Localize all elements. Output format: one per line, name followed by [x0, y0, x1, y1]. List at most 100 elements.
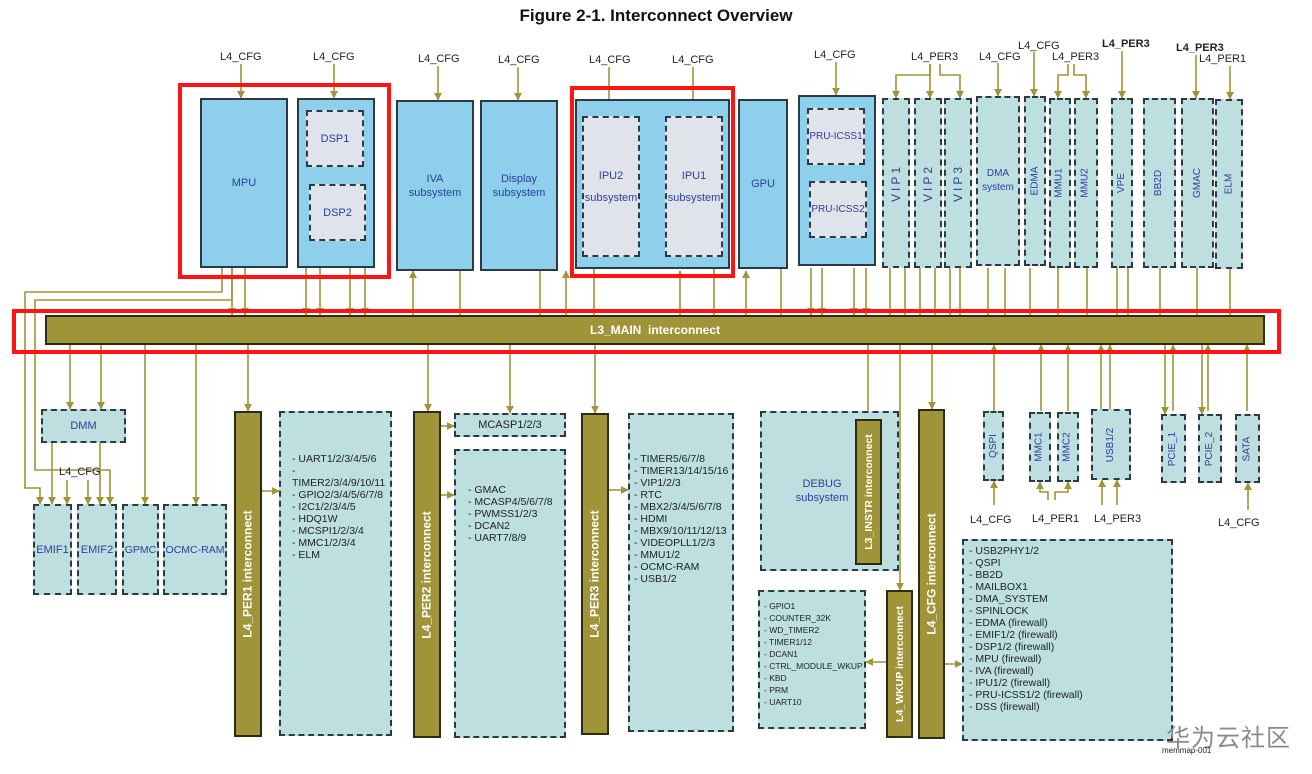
connector-line-86 — [1036, 481, 1049, 500]
connector-line-14 — [939, 64, 964, 99]
label-gmac-l4per3: L4_PER3 — [1176, 42, 1224, 54]
module-vip2[interactable]: VIP2 — [914, 98, 942, 268]
l4-per3-interconnect[interactable]: L4_PER3 interconnect — [581, 413, 609, 735]
module-dma-system[interactable]: DMA system — [976, 96, 1020, 266]
module-mmu2-label: MMU2 — [1080, 168, 1092, 198]
l4-per1-interconnect[interactable]: L4_PER1 interconnect — [234, 411, 262, 737]
module-dmm-label: DMM — [70, 420, 97, 432]
label-vip-l4per3: L4_PER3 — [911, 51, 959, 63]
module-mmu2[interactable]: MMU2 — [1074, 98, 1098, 268]
l4-wkup-label: L4_WKUP interconnect — [893, 606, 906, 722]
module-gpu-label: GPU — [751, 178, 775, 190]
l3-instr-label: L3_INSTR interconnect — [862, 434, 875, 550]
list-item: MMC1/2/3/4 — [292, 537, 390, 549]
label-pru-l4cfg: L4_CFG — [814, 49, 856, 61]
module-emif2-label: EMIF2 — [80, 543, 114, 556]
label-display-l4cfg: L4_CFG — [498, 54, 540, 66]
list-item: VIP1/2/3 — [634, 477, 732, 489]
list-item: BB2D — [969, 569, 1171, 581]
module-iva[interactable]: IVA subsystem — [396, 100, 474, 271]
label-dma-l4cfg: L4_CFG — [979, 51, 1021, 63]
module-mpu[interactable]: MPU — [200, 98, 288, 268]
module-gmac-label: GMAC — [1191, 168, 1203, 198]
label-iva-l4cfg: L4_CFG — [418, 53, 460, 65]
list-item: MBX9/10/11/12/13 — [634, 525, 732, 537]
list-item: DSS (firewall) — [969, 701, 1171, 713]
list-item: EMIF1/2 (firewall) — [969, 629, 1171, 641]
list-item: CTRL_MODULE_WKUP — [764, 660, 864, 672]
module-emif1[interactable]: EMIF1 — [33, 504, 72, 595]
module-dsp2-label: DSP2 — [323, 206, 352, 219]
module-gpmc[interactable]: GPMC — [122, 504, 159, 595]
l4-wkup-interconnect[interactable]: L4_WKUP interconnect — [886, 590, 913, 738]
list-item: MBX2/3/4/5/6/7/8 — [634, 501, 732, 513]
module-sata[interactable]: SATA — [1235, 414, 1260, 483]
module-vip1-label: VIP1 — [889, 163, 904, 203]
module-mmc2[interactable]: MMC2 — [1057, 412, 1079, 482]
list-item: OCMC-RAM — [634, 561, 732, 573]
module-mmu1[interactable]: MMU1 — [1049, 98, 1071, 268]
module-pru-icss1[interactable]: PRU-ICSS1 — [807, 108, 865, 165]
module-dma-label: DMA system — [982, 168, 1014, 193]
module-vip3-label: VIP3 — [951, 163, 966, 203]
highlight-frame-ipu — [570, 86, 735, 278]
list-item: WD_TIMER2 — [764, 624, 864, 636]
module-dsp2[interactable]: DSP2 — [309, 184, 366, 241]
label-emif-l4cfg: L4_CFG — [59, 466, 101, 478]
module-mmc1[interactable]: MMC1 — [1029, 412, 1051, 482]
module-mmu1-label: MMU1 — [1054, 168, 1066, 198]
list-item: TIMER1/12 — [764, 636, 864, 648]
list-item: GPIO2/3/4/5/6/7/8 — [292, 489, 390, 501]
label-edma-l4cfg: L4_CFG — [1018, 40, 1060, 52]
module-dmm[interactable]: DMM — [41, 409, 126, 443]
module-dsp1[interactable]: DSP1 — [306, 110, 364, 167]
list-item: I2C1/2/3/4/5 — [292, 501, 390, 513]
l4-per3-peripheral-list: TIMER5/6/7/8 TIMER13/14/15/16 VIP1/2/3 R… — [628, 413, 734, 732]
module-display[interactable]: Display subsystem — [480, 100, 558, 271]
list-item: TIMER5/6/7/8 — [634, 453, 732, 465]
l4-cfg-interconnect[interactable]: L4_CFG interconnect — [918, 409, 945, 739]
module-dsp1-label: DSP1 — [320, 132, 350, 145]
list-item: TIMER13/14/15/16 — [634, 465, 732, 477]
l3-main-interconnect[interactable]: L3_MAIN interconnect — [45, 315, 1265, 345]
module-bb2d[interactable]: BB2D — [1143, 98, 1176, 268]
l4-per2-peripheral-list: GMAC MCASP4/5/6/7/8 PWMSS1/2/3 DCAN2 UAR… — [454, 449, 566, 738]
module-gmac[interactable]: GMAC — [1181, 98, 1214, 268]
module-mcasp123[interactable]: MCASP1/2/3 — [454, 413, 566, 437]
label-sata-l4cfg: L4_CFG — [1218, 517, 1260, 529]
module-qspi[interactable]: QSPI — [983, 411, 1004, 481]
l4-per1-peripheral-list: UART1/2/3/4/5/6 TIMER2/3/4/9/10/11 GPIO2… — [279, 411, 392, 736]
watermark: 华为云社区 — [1166, 725, 1291, 752]
module-iva-label: IVA subsystem — [408, 172, 462, 199]
list-item: IVA (firewall) — [969, 665, 1171, 677]
highlight-frame-mpu-dsp — [178, 83, 391, 279]
l4-per2-interconnect[interactable]: L4_PER2 interconnect — [413, 411, 441, 738]
module-pru-icss1-label: PRU-ICSS1 — [809, 130, 863, 142]
module-pru-icss2[interactable]: PRU-ICSS2 — [809, 181, 867, 238]
list-item: KBD — [764, 672, 864, 684]
module-ipu1[interactable]: IPU1 subsystem — [665, 116, 723, 257]
list-item: UART7/8/9 — [468, 532, 564, 544]
l3-instr-interconnect[interactable]: L3_INSTR interconnect — [855, 419, 882, 565]
module-elm[interactable]: ELM — [1215, 99, 1243, 269]
label-ipu1-l4cfg: L4_CFG — [672, 54, 714, 66]
module-pcie1[interactable]: PCIE_1 — [1161, 414, 1186, 483]
module-pcie2[interactable]: PCIE_2 — [1198, 414, 1222, 483]
l4-cfg-label: L4_CFG interconnect — [924, 513, 939, 635]
module-ipu2[interactable]: IPU2 subsystem — [582, 116, 640, 257]
module-vip3[interactable]: VIP3 — [944, 98, 972, 268]
list-item: UART10 — [764, 696, 864, 708]
module-gpu[interactable]: GPU — [738, 99, 788, 269]
list-item: COUNTER_32K — [764, 612, 864, 624]
module-vip1[interactable]: VIP1 — [882, 98, 910, 268]
module-edma[interactable]: EDMA — [1024, 96, 1046, 266]
module-usb12[interactable]: USB1/2 — [1091, 409, 1131, 480]
list-item: USB1/2 — [634, 573, 732, 585]
l4-per2-label: L4_PER2 interconnect — [420, 510, 434, 639]
label-mmc-l4per1: L4_PER1 — [1032, 513, 1080, 525]
module-vpe[interactable]: VPE — [1111, 98, 1133, 268]
module-ocmc-ram[interactable]: OCMC-RAM — [163, 504, 227, 595]
list-item: HDQ1W — [292, 513, 390, 525]
module-emif2[interactable]: EMIF2 — [77, 504, 117, 595]
list-item: MCSPI1/2/3/4 — [292, 525, 390, 537]
